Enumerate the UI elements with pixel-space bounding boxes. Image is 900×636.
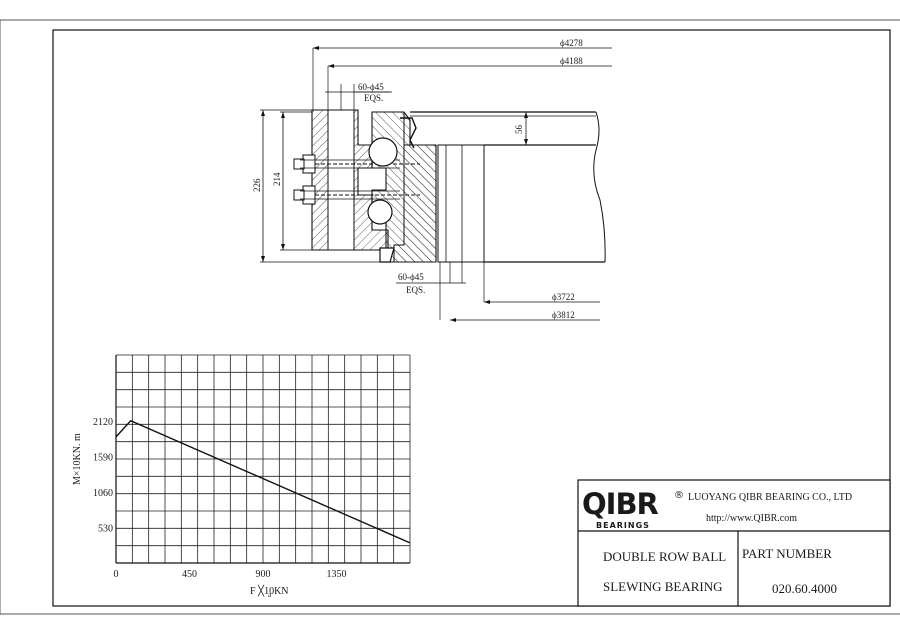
dim-holes-outer: 60-ϕ45	[358, 82, 384, 92]
chart-y-tick-label: 530	[98, 523, 113, 534]
logo-subtitle: BEARINGS	[596, 521, 650, 530]
chart-x-tick-label: 450	[182, 569, 197, 580]
chart-x-tick-label: 1350	[327, 569, 347, 580]
dim-inner-dia-2: ϕ3812	[552, 310, 575, 320]
product-name-line2: SLEWING BEARING	[603, 579, 723, 594]
chart-y-tick-label: 1590	[93, 452, 113, 463]
dim-outer-dia-2: ϕ4188	[560, 56, 583, 66]
chart-x-tick-label: 900	[256, 569, 271, 580]
chart-y-tick-label: 1060	[93, 488, 113, 499]
upper-ball	[368, 137, 398, 167]
chart-ticks: 0 450 900 1350 530 1060 1590 2120	[93, 417, 347, 580]
product-name-line1: DOUBLE ROW BALL	[603, 549, 726, 564]
inner-bolt-hole	[437, 144, 485, 263]
chart-grid	[115, 354, 411, 564]
company-website: http://www.QIBR.com	[706, 513, 797, 524]
lower-ball	[367, 199, 393, 225]
part-number-label: PART NUMBER	[742, 546, 832, 561]
dim-height-2: 214	[272, 172, 282, 186]
dim-offset: 56	[514, 125, 524, 135]
chart-series	[115, 419, 411, 544]
top-seal	[400, 117, 417, 149]
company-name: LUOYANG QIBR BEARING CO., LTD	[688, 492, 852, 503]
title-block: QIBR BEARINGS ® LUOYANG QIBR BEARING CO.…	[577, 479, 891, 607]
outer-ring-bolt-hole	[327, 109, 355, 251]
dim-inner-dia-1: ϕ3722	[552, 292, 575, 302]
chart-series-line	[115, 419, 411, 544]
bearing-cross-section	[260, 46, 612, 322]
registered-mark: ®	[674, 490, 684, 501]
company-logo: QIBR	[582, 487, 659, 521]
dim-holes-inner: 60-ϕ45	[398, 272, 424, 282]
chart-y-tick-label: 2120	[93, 417, 113, 428]
chart-axes	[115, 355, 410, 564]
chart-y-axis-label: M×10KN. m	[72, 433, 83, 485]
dim-holes-outer-eqs: EQS.	[364, 93, 383, 103]
part-number-value: 020.60.4000	[772, 581, 837, 596]
chart-x-axis-label-sub: a	[268, 591, 272, 599]
chart-x-tick-label: 0	[114, 569, 119, 580]
drawing-frame	[52, 29, 891, 607]
dim-height-total: 226	[252, 178, 262, 192]
chart-x-axis-label: F ╳10KN	[250, 584, 289, 597]
dim-outer-dia-1: ϕ4278	[560, 38, 583, 48]
dim-holes-inner-eqs: EQS.	[406, 285, 425, 295]
load-chart: 0 450 900 1350 530 1060 1590 2120 M×10KN. m F ╳…	[72, 354, 411, 599]
break-line	[593, 111, 606, 263]
